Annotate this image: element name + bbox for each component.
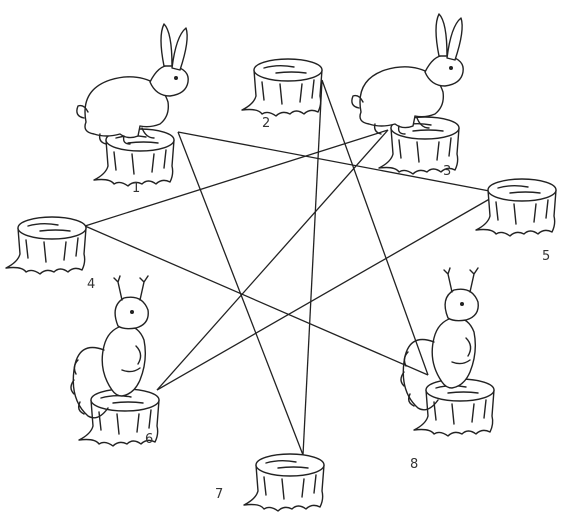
stump-label-1: 1 — [132, 181, 140, 196]
stump-label-7: 7 — [215, 487, 223, 502]
stump-label-2: 2 — [262, 116, 270, 131]
link-2-7 — [303, 80, 322, 455]
stump-5 — [476, 179, 556, 236]
stump-label-4: 4 — [87, 277, 95, 292]
stump-4 — [6, 217, 86, 274]
stump-label-6: 6 — [145, 432, 153, 447]
rabbit-icon — [77, 24, 188, 144]
stump-7 — [244, 454, 324, 511]
stump-2 — [242, 59, 322, 116]
rabbit-icon — [352, 14, 463, 134]
stump-label-8: 8 — [410, 457, 418, 472]
stump-label-3: 3 — [443, 164, 451, 179]
stump-label-5: 5 — [542, 249, 550, 264]
